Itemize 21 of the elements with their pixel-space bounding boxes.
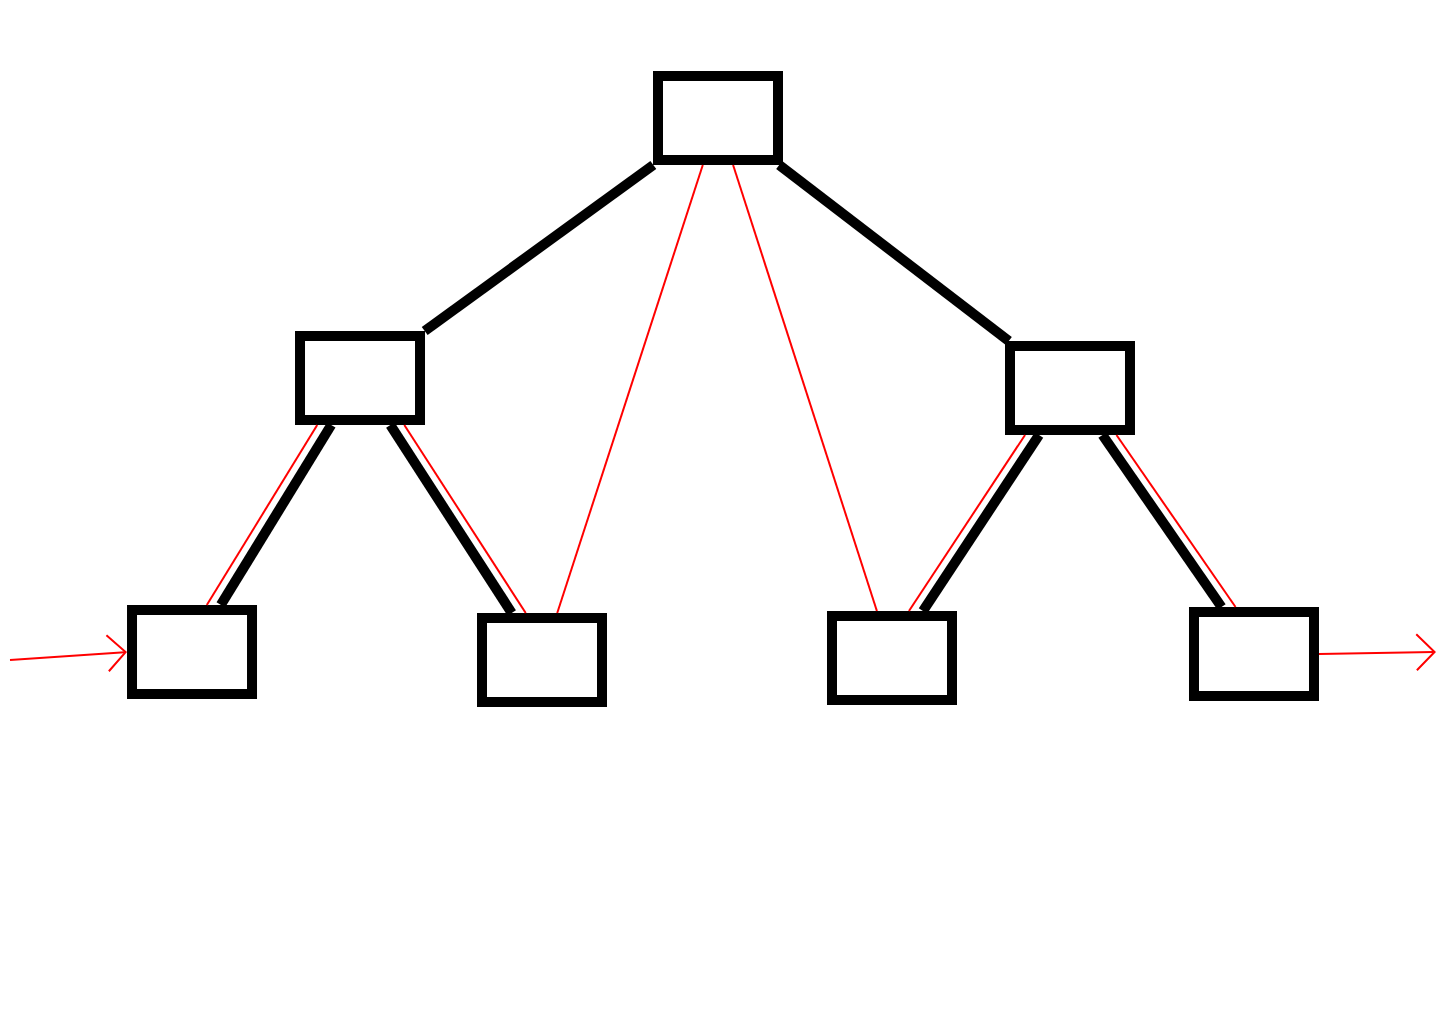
tree-box (1189, 607, 1319, 701)
connector-line (776, 161, 1012, 345)
connector-line (732, 164, 878, 612)
connector-line (556, 164, 704, 614)
tree-box (827, 611, 957, 705)
tree-box (1005, 341, 1135, 435)
connector-line (205, 424, 319, 606)
connector-line (1098, 432, 1226, 610)
arrow (9, 634, 128, 673)
connector-line (403, 424, 527, 614)
tree-box (295, 331, 425, 425)
tree-box (477, 613, 607, 707)
connector-line (1115, 434, 1237, 608)
connector-line (421, 160, 657, 336)
connector-line (918, 432, 1044, 614)
connector-line (907, 434, 1027, 612)
connector-line (216, 422, 336, 608)
connector-line (386, 422, 516, 616)
tree-box (653, 71, 783, 165)
arrow (1318, 633, 1436, 672)
tree-box (127, 605, 257, 699)
